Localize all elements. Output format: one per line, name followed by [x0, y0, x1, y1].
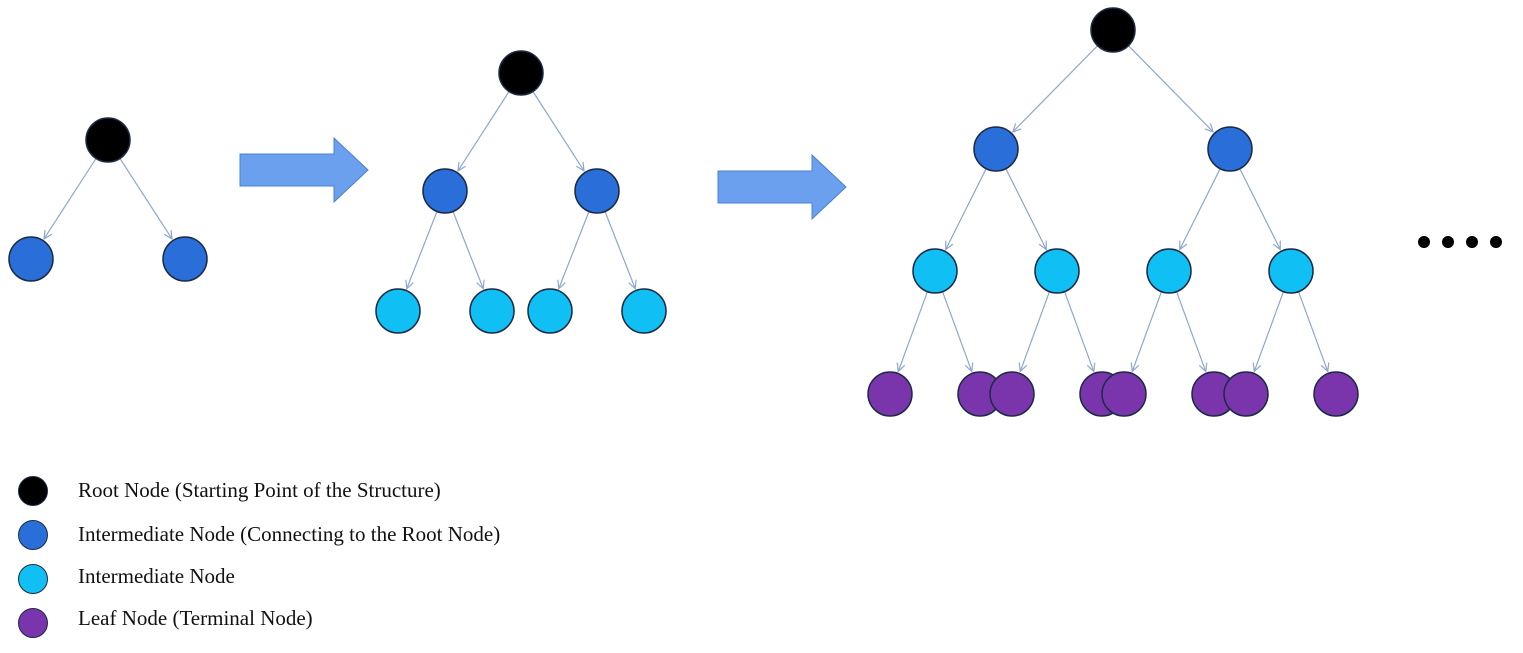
leaf-node: [1223, 371, 1269, 417]
intermediate-root-node: [8, 236, 54, 282]
tree-edge: [1239, 168, 1280, 250]
intermediate-node: [375, 288, 421, 334]
leaf-node: [1313, 371, 1359, 417]
tree-edge: [1020, 291, 1051, 372]
tree-edge: [44, 158, 97, 238]
root-node-swatch-icon: [18, 476, 48, 506]
leaf-node: [989, 371, 1035, 417]
tree-edge: [452, 211, 483, 288]
stage-arrow-icon: [717, 153, 847, 221]
tree-edge: [532, 91, 584, 170]
legend-label-intermediate: Intermediate Node: [78, 564, 235, 588]
legend-item-intermediate-root: Intermediate Node (Connecting to the Roo…: [18, 520, 718, 554]
edges-layer: [44, 45, 1328, 372]
intermediate-node: [912, 248, 958, 294]
tree-edge: [1180, 168, 1221, 250]
root-node: [1090, 7, 1136, 53]
tree-edge: [407, 211, 438, 288]
tree-edge: [941, 291, 972, 372]
intermediate-root-node: [574, 168, 620, 214]
tree-edge: [1013, 45, 1099, 132]
stage-arrows: [239, 136, 847, 221]
root-node: [85, 117, 131, 163]
intermediate-node: [469, 288, 515, 334]
tree-edge: [1175, 291, 1206, 372]
leaf-node: [867, 371, 913, 417]
intermediate-node: [1034, 248, 1080, 294]
tree-edge: [458, 91, 510, 170]
tree-edge: [604, 211, 635, 288]
legend-label-root: Root Node (Starting Point of the Structu…: [78, 478, 441, 502]
tree-edge: [119, 158, 172, 238]
legend-label-intermediate-root: Intermediate Node (Connecting to the Roo…: [78, 522, 501, 546]
intermediate-root-node: [1207, 126, 1253, 172]
tree-edge: [898, 291, 929, 372]
legend-item-intermediate: Intermediate Node: [18, 562, 718, 596]
leaf-node-swatch-icon: [18, 608, 48, 638]
intermediate-root-node-swatch-icon: [18, 520, 48, 550]
leaf-node: [1101, 371, 1147, 417]
intermediate-root-node: [422, 168, 468, 214]
tree-edge: [1127, 45, 1213, 132]
intermediate-node-swatch-icon: [18, 564, 48, 594]
tree-edge: [1132, 291, 1163, 372]
intermediate-node: [527, 288, 573, 334]
stage-arrow-icon: [239, 136, 369, 204]
tree-edge: [1063, 291, 1094, 372]
intermediate-node: [1268, 248, 1314, 294]
tree-edge: [946, 168, 987, 250]
tree-edge: [559, 211, 590, 288]
legend-item-root: Root Node (Starting Point of the Structu…: [18, 476, 718, 510]
nodes-layer: [8, 7, 1359, 417]
intermediate-node: [1146, 248, 1192, 294]
intermediate-node: [621, 288, 667, 334]
tree-edge: [1297, 291, 1328, 372]
legend-item-leaf: Leaf Node (Terminal Node): [18, 604, 718, 638]
legend-label-leaf: Leaf Node (Terminal Node): [78, 606, 313, 630]
intermediate-root-node: [162, 236, 208, 282]
tree-edge: [1005, 168, 1046, 250]
tree-edge: [1254, 291, 1285, 372]
intermediate-root-node: [973, 126, 1019, 172]
root-node: [498, 50, 544, 96]
